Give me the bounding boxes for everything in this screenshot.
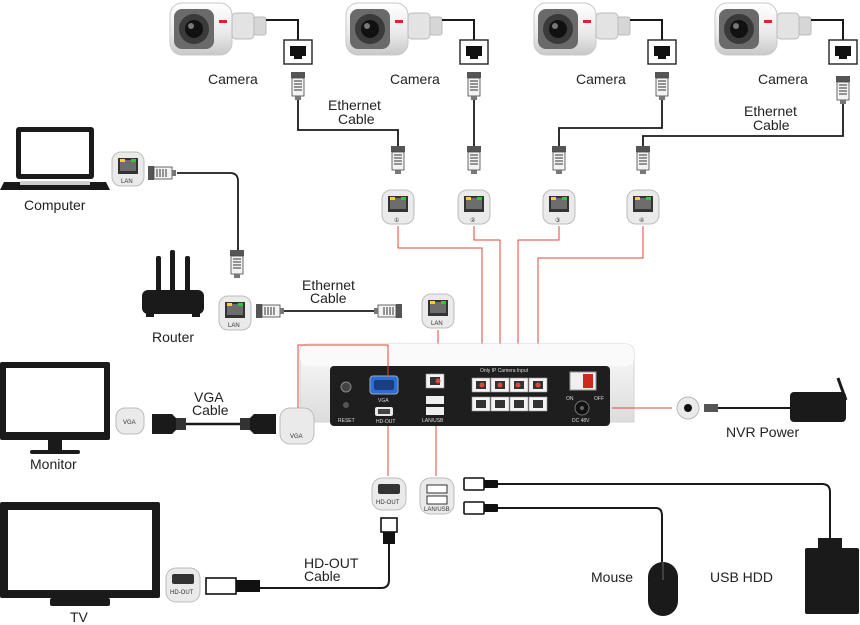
nvr-power-adapter (612, 377, 848, 422)
nvr-power-label: NVR Power (726, 424, 799, 440)
usb-hdd-label: USB HDD (710, 569, 773, 585)
poe-port-1: ① (381, 189, 415, 225)
tv (0, 502, 160, 606)
router-label: Router (152, 329, 194, 345)
poe-plug-3 (551, 145, 567, 175)
camera-1-plug (290, 71, 306, 101)
router-lan-port: LAN (218, 295, 252, 331)
switch-off-label: OFF (594, 396, 604, 402)
router-nvr-ethernet-cable (255, 303, 403, 319)
vga-cable-label-1: VGA (194, 389, 224, 405)
poe-plug-2 (466, 145, 482, 175)
vga-cable (152, 414, 276, 434)
poe-plug-1 (390, 145, 406, 175)
camera-3 (533, 2, 677, 65)
hdout-port-label: HD-OUT (376, 419, 395, 425)
poe-signal-lines (397, 226, 644, 378)
monitor (0, 362, 110, 454)
computer-lan-port: LAN (111, 151, 145, 187)
poe-port-4: ④ (626, 189, 660, 225)
camera-label-2: Camera (390, 71, 440, 87)
router-lan-label: LAN (228, 323, 240, 329)
camera-1 (169, 2, 313, 65)
nvr-vga-port: VGA (279, 407, 315, 445)
poe-port-2: ② (457, 189, 491, 225)
camera-label-1: Camera (208, 71, 258, 87)
computer (0, 127, 110, 190)
computer-lan-label: LAN (121, 179, 133, 185)
dc-label: DC 48V (572, 418, 590, 424)
monitor-label: Monitor (30, 456, 77, 472)
tv-hdout-port: HD-OUT (165, 567, 201, 603)
poe-port-number-4: ④ (639, 217, 644, 224)
poe-header-label: Only IP Camera Input (480, 368, 529, 374)
reset-label: RESET (338, 418, 355, 424)
vga-port-label: VGA (378, 398, 389, 404)
nvr-lan-port: LAN (421, 293, 455, 329)
hdout-cable-label-2: Cable (304, 568, 341, 584)
poe-port-number-3: ③ (555, 217, 560, 224)
camera-4 (714, 2, 858, 65)
camera-ethernet-cables (297, 100, 844, 148)
vga-cable-label-2: Cable (192, 402, 229, 418)
switch-on-label: ON (566, 396, 574, 402)
mouse-label: Mouse (591, 569, 633, 585)
usb-plug-top (463, 477, 831, 545)
lan-usb-port-label: LAN/USB (422, 418, 444, 424)
poe-port-number-2: ② (470, 217, 476, 224)
monitor-vga-port: VGA (115, 407, 145, 435)
computer-ethernet-cable (147, 165, 245, 279)
poe-port-3: ③ (542, 189, 576, 225)
camera-2 (345, 2, 489, 65)
mouse (648, 562, 678, 616)
nvr-hdout-label: HD-OUT (376, 500, 400, 506)
nvr-hdout-port: HD-OUT (371, 477, 407, 511)
cable-label-top-right: Cable (753, 117, 790, 133)
hdout-cable-label-1: HD-OUT (304, 555, 359, 571)
vga-signal-line (297, 344, 389, 408)
port-markers (435, 378, 541, 388)
usb-plug-bottom (463, 501, 663, 562)
ethernet-label-top-right: Ethernet (744, 103, 797, 119)
hdout-cable (205, 517, 398, 595)
camera-label-4: Camera (758, 71, 808, 87)
camera-3-plug (654, 71, 670, 101)
computer-label: Computer (24, 197, 86, 213)
tv-hdout-label: HD-OUT (170, 590, 194, 596)
nvr-vga-label: VGA (290, 434, 303, 440)
ethernet-label-mid: Ethernet (302, 277, 355, 293)
nvr-lan-label: LAN (431, 321, 443, 327)
usb-hdd (805, 538, 859, 614)
camera-label-3: Camera (576, 71, 626, 87)
cable-label-mid: Cable (310, 290, 347, 306)
monitor-vga-label: VGA (123, 420, 136, 426)
tv-label: TV (70, 609, 89, 625)
ethernet-label-top-left: Ethernet (328, 97, 381, 113)
camera-4-plug (835, 75, 851, 105)
nvr-usb-port: LAN/USB (419, 477, 455, 515)
nvr-usb-label: LAN/USB (424, 507, 450, 513)
router (142, 250, 204, 317)
poe-plug-4 (635, 145, 651, 175)
camera-2-plug (466, 71, 482, 101)
cable-label-top-left: Cable (338, 111, 375, 127)
poe-port-number-1: ① (394, 217, 399, 224)
nvr-recorder: RESET VGA HD-OUT LAN/USB Only IP Camera … (299, 343, 635, 426)
